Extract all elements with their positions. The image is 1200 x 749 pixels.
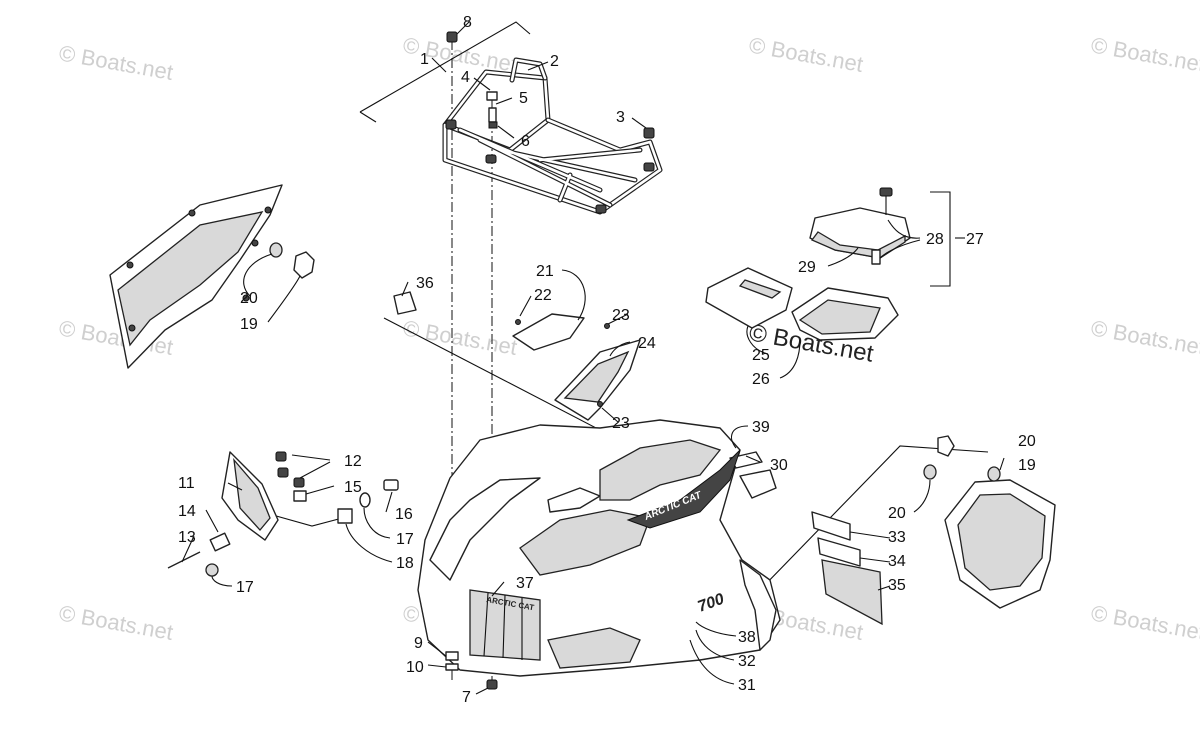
watermark: © Boats.net <box>401 315 519 360</box>
rack-hardware <box>446 31 655 139</box>
callout-17-left: 17 <box>236 579 254 596</box>
watermark: © Boats.net <box>57 40 175 85</box>
watermark: © Boats.net <box>1089 315 1200 360</box>
storage-compartment <box>705 187 911 341</box>
callout-17-right: 17 <box>396 531 414 548</box>
callout-34: 34 <box>888 553 906 570</box>
callout-13: 13 <box>178 529 196 546</box>
callout-19-left: 19 <box>240 316 258 333</box>
left-lower-assembly <box>167 451 399 577</box>
rack-bracket-line <box>359 21 531 113</box>
callout-39: 39 <box>752 419 770 436</box>
callout-29: 29 <box>798 259 816 276</box>
callout-16: 16 <box>395 506 413 523</box>
callout-23-bottom: 23 <box>612 415 630 432</box>
callout-20-mid: 20 <box>888 505 906 522</box>
callout-14: 14 <box>178 503 196 520</box>
callout-3: 3 <box>616 109 625 126</box>
leader-lines <box>181 21 1005 695</box>
callout-36: 36 <box>416 275 434 292</box>
callout-38: 38 <box>738 629 756 646</box>
callout-10: 10 <box>406 659 424 676</box>
callout-20-right: 20 <box>1018 433 1036 450</box>
callout-25: 25 <box>752 347 770 364</box>
left-fender-panel <box>109 184 315 369</box>
callout-19-right: 19 <box>1018 457 1036 474</box>
callout-32: 32 <box>738 653 756 670</box>
watermark: © Boats.net <box>747 32 865 77</box>
callout-7: 7 <box>462 689 471 706</box>
callout-27: 27 <box>966 231 984 248</box>
callouts: 8 1 2 4 5 3 6 20 19 36 21 22 23 24 23 39… <box>178 14 1036 706</box>
callout-20-left: 20 <box>240 290 258 307</box>
callout-28: 28 <box>926 231 944 248</box>
callout-24: 24 <box>638 335 656 352</box>
storage-bracket <box>930 191 951 287</box>
decals-top <box>393 291 641 421</box>
watermark: © Boats.net <box>1089 32 1200 77</box>
callout-21: 21 <box>536 263 554 280</box>
callout-9: 9 <box>414 635 423 652</box>
callout-35: 35 <box>888 577 906 594</box>
rack-bracket-tick <box>359 111 377 123</box>
callout-23-top: 23 <box>612 307 630 324</box>
callout-2: 2 <box>550 53 559 70</box>
front-rack <box>442 57 663 215</box>
callout-8: 8 <box>463 14 472 31</box>
callout-18: 18 <box>396 555 414 572</box>
callout-1: 1 <box>420 51 429 68</box>
callout-30: 30 <box>770 457 788 474</box>
watermark: © Boats.net <box>57 600 175 645</box>
callout-22: 22 <box>534 287 552 304</box>
callout-12: 12 <box>344 453 362 470</box>
right-panel-line <box>759 445 989 591</box>
callout-6: 6 <box>521 133 530 150</box>
callout-4: 4 <box>461 69 470 86</box>
right-fender-panel <box>811 435 1056 626</box>
callout-33: 33 <box>888 529 906 546</box>
front-body: ARCTIC CAT ARCTIC CAT 700 <box>417 419 781 677</box>
watermark: © Boats.net <box>1089 600 1200 645</box>
callout-26: 26 <box>752 371 770 388</box>
callout-37: 37 <box>516 575 534 592</box>
callout-5: 5 <box>519 90 528 107</box>
callout-31: 31 <box>738 677 756 694</box>
callout-15: 15 <box>344 479 362 496</box>
callout-11: 11 <box>178 475 195 492</box>
